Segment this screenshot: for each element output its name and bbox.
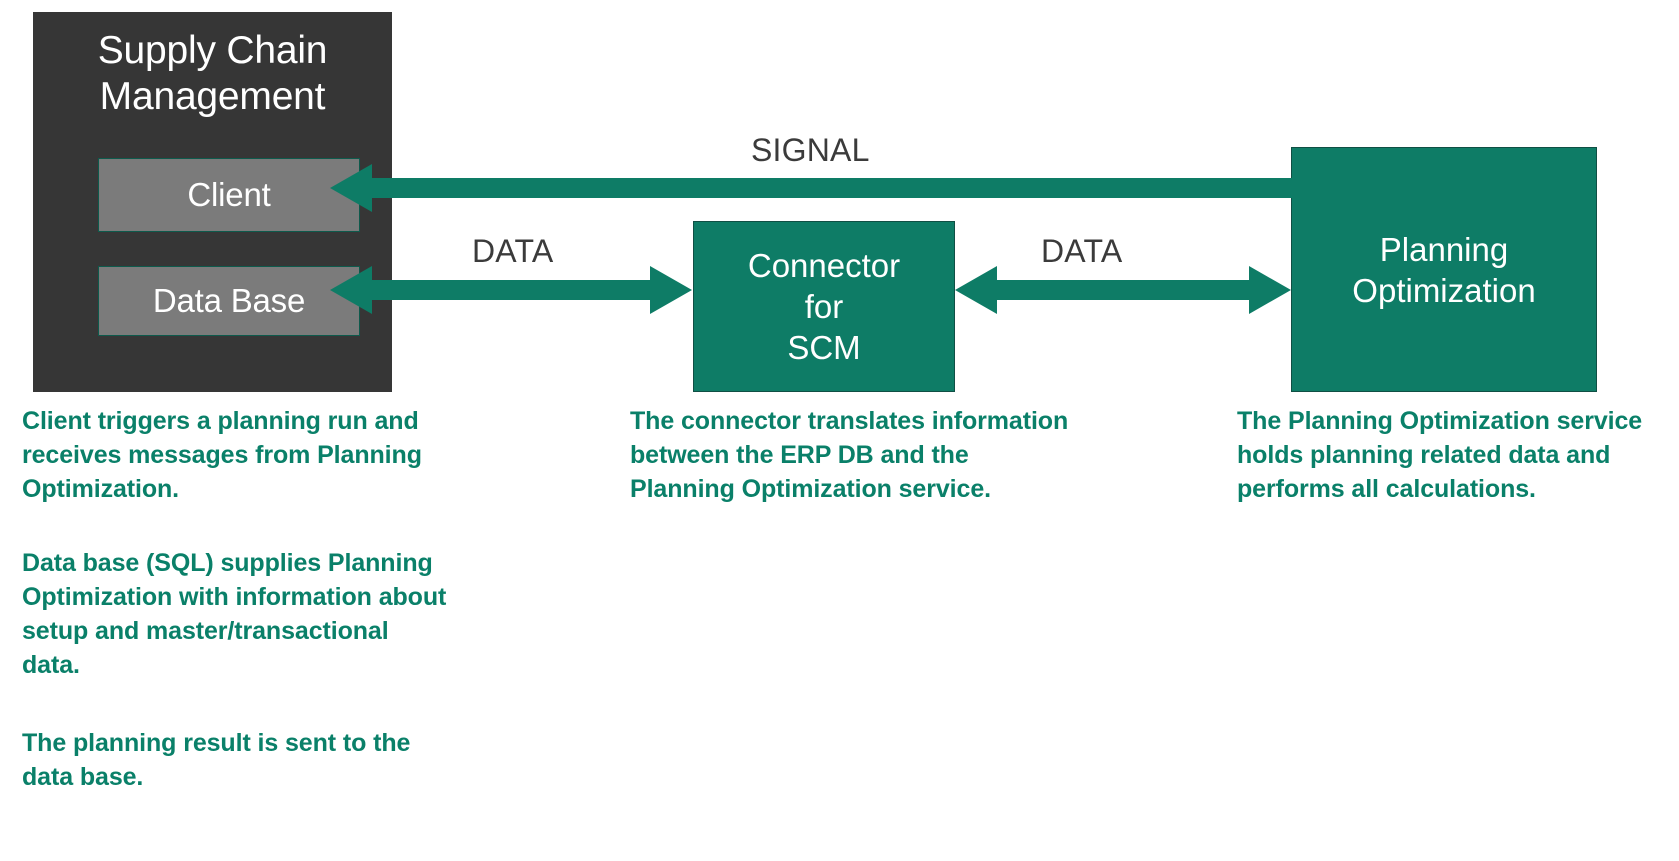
data-arrow-left <box>330 266 692 314</box>
caption-planning-optimization: The Planning Optimization service holds … <box>1237 407 1643 503</box>
caption-connector: The connector translates information bet… <box>630 407 1069 503</box>
data-arrow-left-label: DATA <box>472 233 554 269</box>
caption-client: Client triggers a planning run and recei… <box>22 407 422 503</box>
supply-chain-management-title: Supply Chain Management <box>97 29 328 118</box>
data-base-box: Data Base <box>98 266 360 336</box>
connector-for-scm-box: Connector for SCM <box>693 221 955 392</box>
planning-optimization-box: Planning Optimization <box>1291 147 1597 392</box>
caption-planning-result: The planning result is sent to the data … <box>22 729 411 791</box>
signal-arrow-label: SIGNAL <box>751 132 870 168</box>
data-arrow-right <box>955 266 1291 314</box>
signal-arrow <box>330 164 1292 212</box>
caption-data-base: Data base (SQL) supplies Planning Optimi… <box>22 549 447 679</box>
data-arrow-right-label: DATA <box>1041 233 1123 269</box>
client-box: Client <box>98 158 360 232</box>
